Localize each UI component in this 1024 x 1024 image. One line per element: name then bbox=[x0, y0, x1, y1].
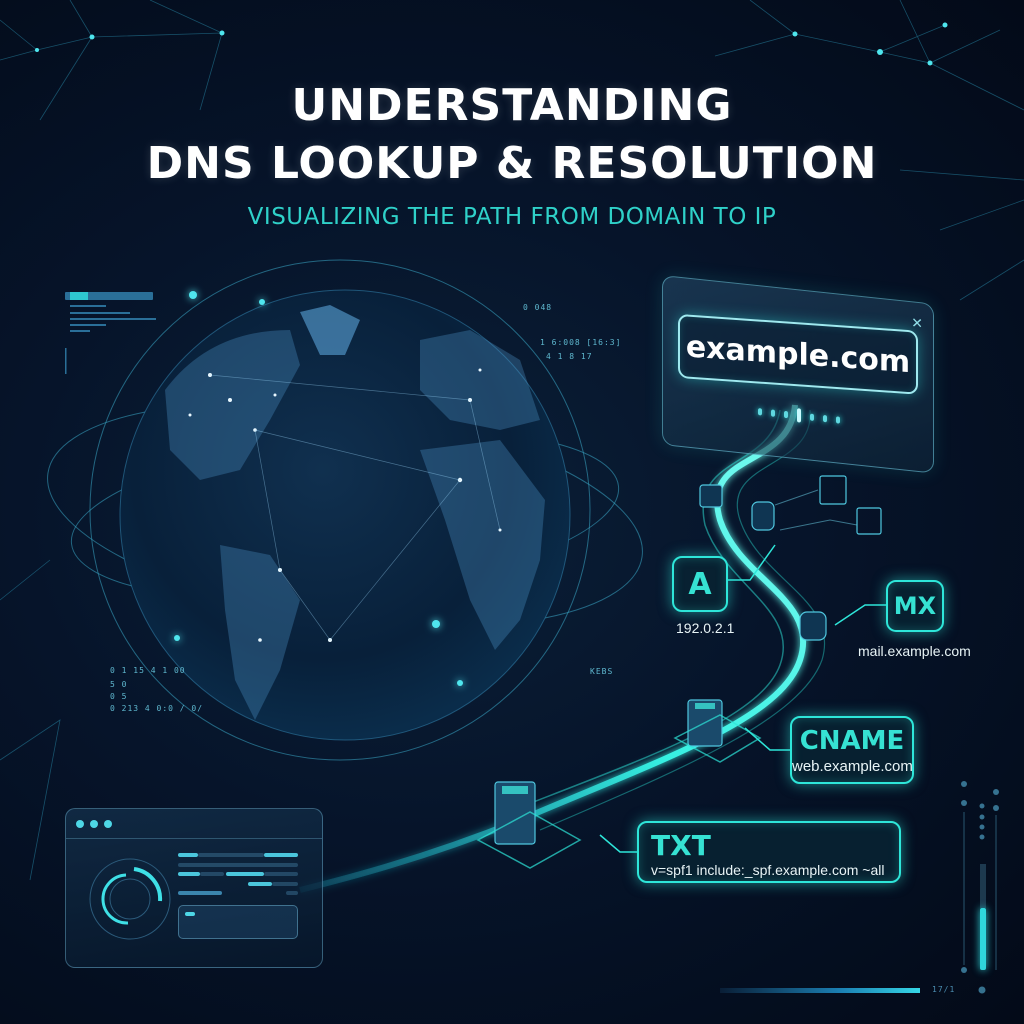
record-cname-box: CNAME web.example.com bbox=[790, 716, 914, 784]
server-icons bbox=[494, 475, 882, 845]
gauge-fill bbox=[980, 908, 986, 970]
loading-indicator bbox=[758, 404, 840, 427]
page-title-line1: UNDERSTANDING bbox=[291, 80, 733, 131]
hud-text: 0 048 bbox=[523, 303, 553, 312]
hud-text: 0 1 15 4 1 00 bbox=[110, 666, 186, 675]
record-cname-type: CNAME bbox=[799, 726, 905, 756]
legend-title: KEBS bbox=[590, 667, 614, 676]
window-controls bbox=[66, 809, 322, 839]
hud-text: 4 1 8 17 bbox=[546, 352, 593, 361]
progress-bar bbox=[720, 988, 920, 993]
close-icon[interactable]: ✕ bbox=[911, 314, 923, 332]
gauge-track bbox=[980, 864, 986, 908]
dashboard-window bbox=[65, 808, 323, 968]
page-title-line2: DNS LOOKUP & RESOLUTION bbox=[146, 138, 878, 189]
page-subtitle: VISUALIZING THE PATH FROM DOMAIN TO IP bbox=[247, 204, 777, 230]
hud-text: 1 6:008 [16:3] bbox=[540, 338, 622, 347]
record-a-value: 192.0.2.1 bbox=[676, 620, 735, 636]
progress-ring-icon bbox=[89, 858, 171, 940]
record-txt-box: TXT v=spf1 include:_spf.example.com ~all bbox=[637, 821, 901, 883]
domain-query-card: example.com ✕ bbox=[662, 275, 934, 474]
hud-text: 0 213 4 0:0 / 0/ bbox=[110, 704, 204, 713]
gauge-label: 17/1 bbox=[932, 985, 956, 994]
record-txt-type: TXT bbox=[651, 829, 711, 862]
hud-text: 0 5 bbox=[110, 692, 128, 701]
record-txt-value: v=spf1 include:_spf.example.com ~all bbox=[651, 862, 885, 878]
record-mx-badge: MX bbox=[886, 580, 944, 632]
record-a-badge: A bbox=[672, 556, 728, 612]
record-mx-value: mail.example.com bbox=[858, 643, 971, 659]
hud-text: 5 0 bbox=[110, 680, 128, 689]
globe bbox=[119, 289, 571, 741]
record-cname-value: web.example.com bbox=[792, 758, 913, 775]
dashboard-input-field[interactable] bbox=[178, 905, 298, 939]
domain-input[interactable]: example.com bbox=[678, 313, 918, 395]
